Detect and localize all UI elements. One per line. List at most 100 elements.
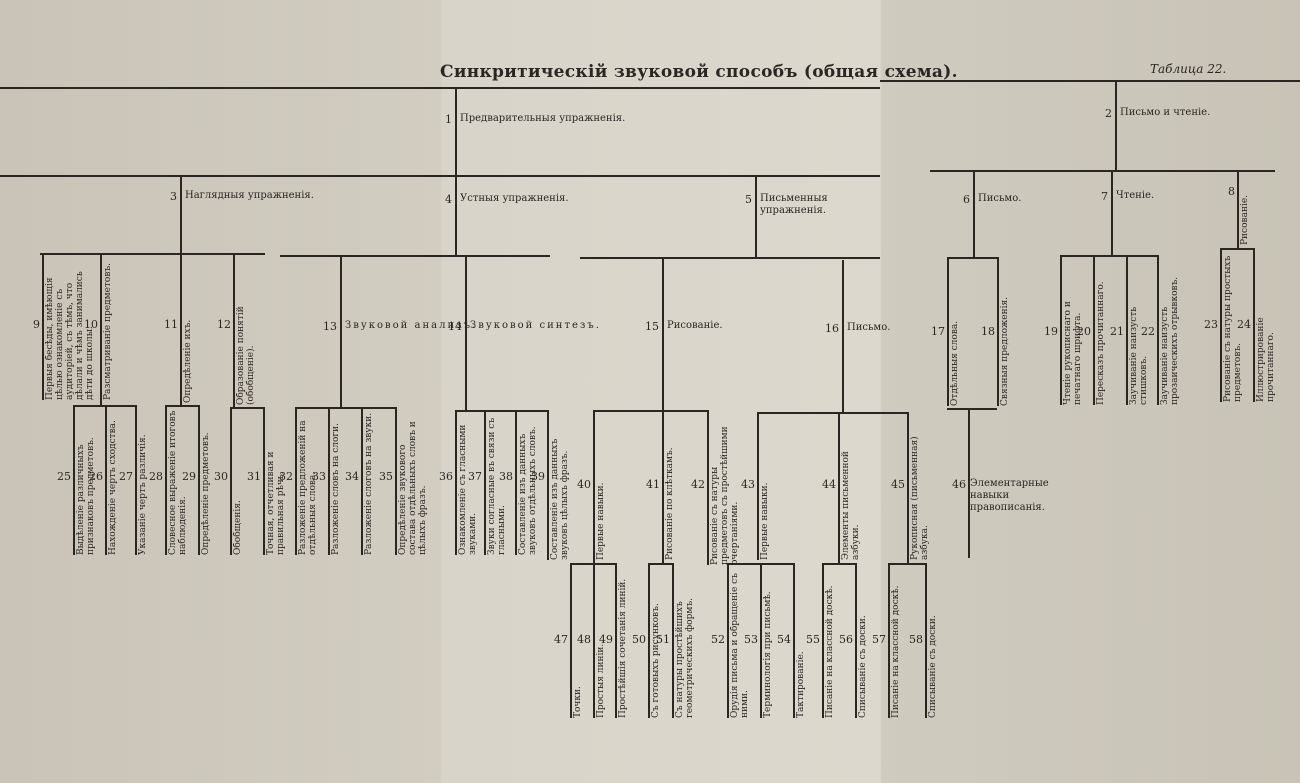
node-number: 7	[1101, 190, 1108, 203]
node-number: 26	[89, 470, 103, 483]
node-number: 39	[531, 470, 545, 483]
connector-line	[822, 563, 855, 565]
node-number: 43	[741, 478, 755, 491]
node-number: 29	[182, 470, 196, 483]
node-number: 3	[170, 190, 177, 203]
connector-line	[648, 563, 650, 718]
node-number: 21	[1110, 325, 1124, 338]
connector-line	[855, 563, 857, 718]
node-number: 46	[952, 478, 966, 491]
connector-line	[73, 405, 75, 555]
node-number: 13	[323, 320, 337, 333]
connector-line	[105, 405, 107, 555]
connector-line	[930, 170, 1275, 172]
node-number: 55	[806, 633, 820, 646]
node-number: 49	[599, 633, 613, 646]
connector-line	[295, 407, 297, 555]
connector-line	[230, 407, 263, 409]
node-label: Рисованіе.	[667, 320, 723, 331]
connector-line	[40, 253, 265, 255]
node-number: 40	[577, 478, 591, 491]
connector-line	[198, 405, 200, 555]
connector-line	[757, 412, 907, 414]
node-label: Первые навыки.	[596, 482, 606, 560]
connector-line	[73, 405, 135, 407]
connector-line	[1253, 248, 1255, 402]
node-number: 32	[279, 470, 293, 483]
connector-line	[484, 410, 486, 555]
connector-line	[1157, 255, 1159, 405]
node-number: 44	[822, 478, 836, 491]
node-number: 50	[632, 633, 646, 646]
connector-line	[570, 563, 572, 718]
connector-line	[233, 253, 235, 405]
node-number: 5	[745, 193, 752, 206]
connector-line	[1220, 248, 1222, 402]
node-label: Устныя упражненія.	[460, 193, 569, 204]
node-label: Звуки согласные въ связи съ гласными.	[487, 417, 507, 555]
connector-line	[165, 405, 167, 555]
connector-line	[727, 563, 729, 718]
connector-line	[395, 407, 397, 555]
connector-line	[662, 410, 664, 560]
connector-line	[593, 563, 595, 718]
node-number: 47	[554, 633, 568, 646]
connector-line	[973, 170, 975, 257]
node-number: 53	[744, 633, 758, 646]
node-label: Рисованіе.	[1240, 194, 1250, 245]
node-number: 22	[1141, 325, 1155, 338]
connector-line	[280, 255, 550, 257]
connector-line	[580, 257, 880, 259]
connector-line	[455, 410, 547, 412]
node-number: 24	[1237, 318, 1251, 331]
connector-line	[100, 253, 102, 400]
connector-line	[230, 407, 232, 555]
node-number: 1	[445, 113, 452, 126]
connector-line	[947, 257, 949, 406]
connector-line	[707, 410, 709, 565]
connector-line	[1060, 255, 1157, 257]
connector-line	[180, 175, 182, 253]
node-number: 18	[981, 325, 995, 338]
connector-line	[361, 407, 363, 555]
connector-line	[755, 175, 757, 257]
node-number: 41	[646, 478, 660, 491]
connector-line	[340, 255, 342, 407]
node-number: 2	[1105, 107, 1112, 120]
connector-line	[593, 410, 707, 412]
node-number: 58	[909, 633, 923, 646]
node-number: 51	[656, 633, 670, 646]
connector-line	[1060, 255, 1062, 405]
node-number: 38	[499, 470, 513, 483]
connector-line	[180, 253, 182, 403]
node-number: 30	[214, 470, 228, 483]
connector-line	[888, 563, 925, 565]
connector-line	[42, 253, 44, 400]
connector-line	[515, 410, 517, 555]
node-number: 35	[379, 470, 393, 483]
node-number: 45	[891, 478, 905, 491]
node-label: Элементарные навыки правописанія.	[970, 478, 1049, 513]
node-number: 8	[1228, 185, 1235, 198]
node-label: Составленіе изъ данныхъ звуковъ отдѣльны…	[518, 426, 538, 555]
connector-line	[593, 410, 595, 560]
node-label: Чтеніе.	[1116, 190, 1155, 201]
node-label: Письменныя упражненія.	[760, 193, 828, 216]
node-number: 33	[312, 470, 326, 483]
connector-line	[0, 87, 880, 89]
connector-line	[455, 410, 457, 555]
node-number: 31	[247, 470, 261, 483]
connector-line	[570, 563, 615, 565]
node-label: Предварительныя упражненія.	[460, 113, 626, 124]
connector-line	[165, 405, 198, 407]
connector-line	[888, 563, 890, 718]
node-number: 11	[164, 318, 178, 331]
node-label: Звуковой синтезъ.	[470, 320, 601, 331]
connector-line	[907, 412, 909, 560]
table-title: Синкритическій звуковой способъ (общая с…	[440, 62, 958, 82]
connector-line	[1220, 248, 1253, 250]
connector-line	[547, 410, 549, 560]
connector-line	[793, 563, 795, 718]
node-label: Ознакомленіе съ гласными звуками.	[458, 424, 478, 555]
node-label: Письмо.	[847, 322, 891, 333]
